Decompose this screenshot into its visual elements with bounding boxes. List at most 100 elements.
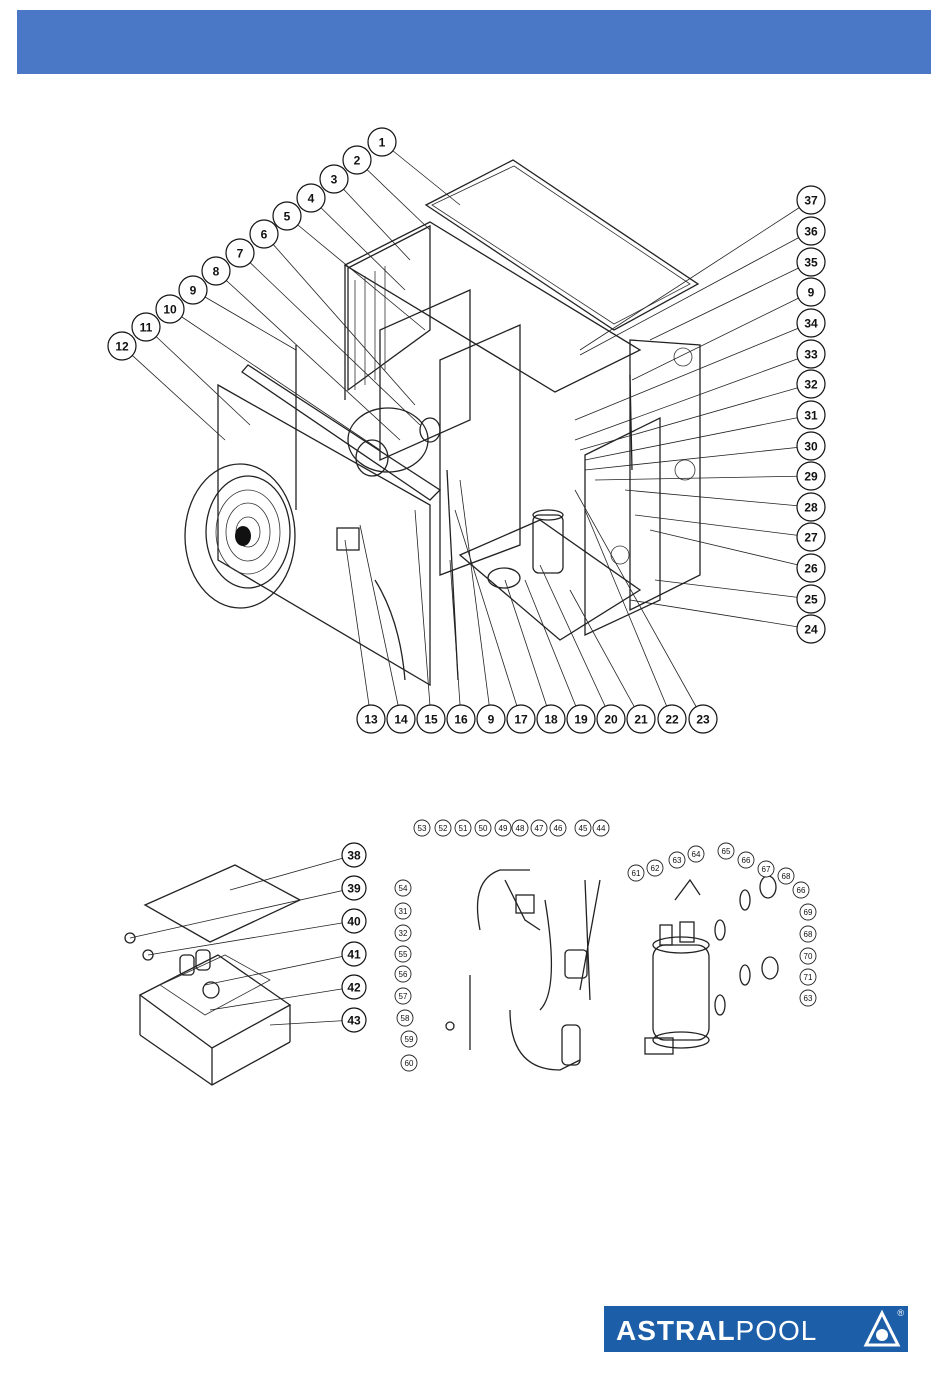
callout-31: 31 bbox=[395, 903, 411, 919]
callout-2: 2 bbox=[343, 146, 371, 174]
svg-text:6: 6 bbox=[261, 228, 268, 242]
callout-54: 54 bbox=[395, 880, 411, 896]
callout-33: 33 bbox=[797, 340, 825, 368]
svg-text:41: 41 bbox=[347, 948, 361, 962]
callout-23: 23 bbox=[689, 705, 717, 733]
svg-text:30: 30 bbox=[804, 440, 818, 454]
callout-37: 37 bbox=[797, 186, 825, 214]
svg-text:63: 63 bbox=[804, 994, 813, 1003]
callout-3: 3 bbox=[320, 165, 348, 193]
svg-text:3: 3 bbox=[331, 173, 338, 187]
callout-13: 13 bbox=[357, 705, 385, 733]
callout-9: 9 bbox=[797, 278, 825, 306]
callout-51: 51 bbox=[455, 820, 471, 836]
callout-61: 61 bbox=[628, 865, 644, 881]
svg-text:11: 11 bbox=[140, 321, 153, 335]
svg-text:22: 22 bbox=[665, 713, 679, 727]
svg-text:7: 7 bbox=[237, 247, 244, 261]
astralpool-logo: ASTRALPOOL ® bbox=[604, 1306, 908, 1352]
logo-wordmark: ASTRALPOOL bbox=[616, 1315, 817, 1347]
callout-42: 42 bbox=[342, 975, 366, 999]
callout-31: 31 bbox=[797, 401, 825, 429]
callout-30: 30 bbox=[797, 432, 825, 460]
callout-32: 32 bbox=[395, 925, 411, 941]
svg-text:2: 2 bbox=[354, 154, 361, 168]
svg-text:35: 35 bbox=[804, 256, 818, 270]
svg-text:52: 52 bbox=[439, 824, 448, 833]
callout-17: 17 bbox=[507, 705, 535, 733]
svg-text:51: 51 bbox=[459, 824, 468, 833]
callout-7: 7 bbox=[226, 239, 254, 267]
callout-40: 40 bbox=[342, 909, 366, 933]
svg-text:66: 66 bbox=[742, 856, 751, 865]
svg-text:53: 53 bbox=[418, 824, 427, 833]
logo-emblem-icon bbox=[862, 1309, 902, 1349]
registered-mark: ® bbox=[897, 1308, 904, 1318]
callout-9: 9 bbox=[179, 276, 207, 304]
svg-text:28: 28 bbox=[804, 501, 818, 515]
svg-text:40: 40 bbox=[347, 915, 361, 929]
callout-26: 26 bbox=[797, 554, 825, 582]
callout-45: 45 bbox=[575, 820, 591, 836]
svg-text:50: 50 bbox=[479, 824, 488, 833]
callout-64: 64 bbox=[688, 846, 704, 862]
svg-text:9: 9 bbox=[190, 284, 197, 298]
callout-63: 63 bbox=[800, 990, 816, 1006]
electrical-box-drawing bbox=[125, 865, 300, 1085]
callout-69: 69 bbox=[800, 904, 816, 920]
callout-1: 1 bbox=[368, 128, 396, 156]
svg-text:31: 31 bbox=[399, 907, 408, 916]
svg-text:48: 48 bbox=[516, 824, 525, 833]
svg-text:27: 27 bbox=[804, 531, 818, 545]
svg-text:63: 63 bbox=[673, 856, 682, 865]
svg-text:36: 36 bbox=[804, 225, 818, 239]
svg-text:21: 21 bbox=[634, 713, 648, 727]
callout-53: 53 bbox=[414, 820, 430, 836]
callout-25: 25 bbox=[797, 585, 825, 613]
svg-text:42: 42 bbox=[347, 981, 361, 995]
callout-43: 43 bbox=[342, 1008, 366, 1032]
callout-21: 21 bbox=[627, 705, 655, 733]
callout-27: 27 bbox=[797, 523, 825, 551]
callout-48: 48 bbox=[512, 820, 528, 836]
svg-text:10: 10 bbox=[163, 303, 177, 317]
svg-text:67: 67 bbox=[762, 865, 771, 874]
svg-text:19: 19 bbox=[574, 713, 588, 727]
svg-text:12: 12 bbox=[115, 340, 129, 354]
svg-text:58: 58 bbox=[401, 1014, 410, 1023]
svg-text:9: 9 bbox=[808, 286, 815, 300]
svg-text:13: 13 bbox=[364, 713, 378, 727]
svg-text:71: 71 bbox=[804, 973, 813, 982]
callout-38: 38 bbox=[342, 843, 366, 867]
svg-text:38: 38 bbox=[347, 849, 361, 863]
callout-10: 10 bbox=[156, 295, 184, 323]
svg-text:56: 56 bbox=[399, 970, 408, 979]
svg-text:60: 60 bbox=[405, 1059, 414, 1068]
svg-text:33: 33 bbox=[804, 348, 818, 362]
svg-text:70: 70 bbox=[804, 952, 813, 961]
callout-35: 35 bbox=[797, 248, 825, 276]
svg-text:68: 68 bbox=[782, 872, 791, 881]
svg-text:44: 44 bbox=[597, 824, 606, 833]
callout-41: 41 bbox=[342, 942, 366, 966]
callout-44: 44 bbox=[593, 820, 609, 836]
callout-59: 59 bbox=[401, 1031, 417, 1047]
callout-56: 56 bbox=[395, 966, 411, 982]
svg-text:15: 15 bbox=[424, 713, 438, 727]
callout-66: 66 bbox=[793, 882, 809, 898]
svg-text:61: 61 bbox=[632, 869, 641, 878]
callout-66: 66 bbox=[738, 852, 754, 868]
heat-exchanger-callouts: 6162636465666768666968707163 bbox=[628, 843, 816, 1006]
svg-text:34: 34 bbox=[804, 317, 818, 331]
callout-46: 46 bbox=[550, 820, 566, 836]
refrigerant-callouts: 53525150494847464544543132555657585960 bbox=[395, 820, 609, 1071]
callout-18: 18 bbox=[537, 705, 565, 733]
callout-5: 5 bbox=[273, 202, 301, 230]
callout-28: 28 bbox=[797, 493, 825, 521]
callout-60: 60 bbox=[401, 1055, 417, 1071]
svg-text:20: 20 bbox=[604, 713, 618, 727]
heat-exchanger-drawing bbox=[645, 876, 778, 1054]
svg-text:4: 4 bbox=[308, 192, 315, 206]
svg-text:64: 64 bbox=[692, 850, 701, 859]
